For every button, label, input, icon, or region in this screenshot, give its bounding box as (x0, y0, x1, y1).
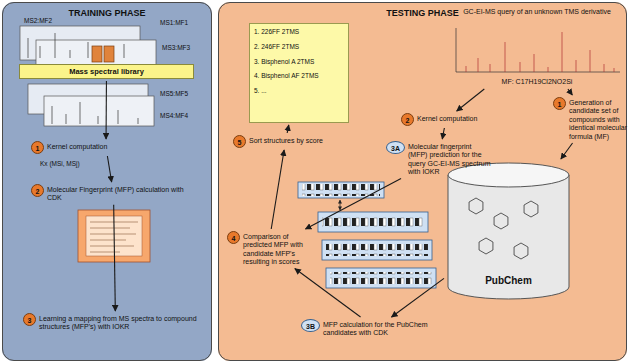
step-text: Generation of candidate set of compounds… (569, 97, 627, 141)
phase-panel: TRAINING PHASEMass spectral library1Kern… (2, 2, 212, 361)
step-note: 2Molecular Fingerprint (MFP) calculation… (31, 184, 196, 203)
spectrum-label: MS1:MF1 (160, 19, 188, 26)
step-text: Comparison of predicted MFP with candida… (243, 231, 309, 267)
step-number: 1 (553, 97, 566, 110)
drawing-part (326, 244, 428, 256)
drawing-part (340, 200, 341, 210)
spectrum-label: MS4:MF4 (160, 112, 188, 119)
step-text: Molecular fingerprint (MFP) prediction f… (408, 141, 491, 177)
step-note: 3BMFP calculation for the PubChem candid… (301, 319, 451, 338)
drawing-part (318, 212, 428, 232)
flow-arrow (457, 89, 485, 111)
step-number: 3 (23, 313, 36, 326)
drawing-part (104, 46, 114, 62)
drawing-part (298, 182, 384, 198)
node-text: MF: C17H19Cl2NO2Si (452, 78, 622, 86)
flow-arrow (442, 128, 444, 139)
step-text: MFP calculation for the PubChem candidat… (323, 319, 451, 338)
flow-arrow (114, 205, 116, 311)
flow-arrow (271, 150, 284, 229)
step-number: 3B (301, 319, 320, 332)
flow-arrow (391, 278, 444, 317)
step-text: Learning a mapping from MS spectra to co… (39, 313, 208, 332)
list-entry: 3. Bisphenol A 2TMS (254, 58, 344, 66)
step-note: 4Comparison of predicted MFP with candid… (227, 231, 309, 267)
flow-arrow (561, 143, 573, 159)
step-number: 2 (31, 184, 44, 197)
kernel-formula: Kx (MSi, MSj) (40, 160, 80, 167)
phase-panel: TESTING PHASE1. 226FF 2TMS2. 246FF 2TMS3… (218, 2, 627, 361)
drawing-part (330, 272, 432, 284)
list-entry: 2. 246FF 2TMS (254, 43, 344, 51)
step-number: 5 (233, 135, 246, 148)
library-label: Mass spectral library (19, 64, 194, 79)
step-number: 2 (401, 113, 414, 126)
list-entry: 4. Bisphenol AF 2TMS (254, 72, 344, 80)
drawing-part (322, 216, 424, 228)
query-spectrum (456, 28, 620, 72)
step-text: Sort structures by score (249, 135, 338, 145)
step-note: 3Learning a mapping from MS spectra to c… (23, 313, 208, 332)
step-note: 5Sort structures by score (233, 135, 338, 148)
flow-arrow (287, 125, 289, 133)
drawing-part (2, 2, 212, 361)
drawing-part (302, 184, 380, 196)
molecule-ring (494, 213, 508, 229)
spectrum-label: MS2:MF2 (24, 17, 52, 24)
drawing-part (44, 96, 154, 126)
step-number: 1 (31, 141, 44, 154)
step-number: 3A (386, 141, 405, 154)
node-text: GC-EI-MS query of an unknown TMS derivat… (452, 8, 622, 16)
drawing-part (456, 28, 620, 72)
step-text: Kernel computation (417, 113, 491, 123)
molecule-ring (479, 238, 493, 254)
drawing-part (466, 32, 614, 72)
fingerprint-bits (298, 182, 436, 288)
drawing-part (52, 102, 138, 124)
molecule-ring (514, 243, 528, 259)
drawing-part (322, 240, 432, 260)
step-note: 1Kernel computation (31, 141, 181, 154)
flow-arrow (106, 81, 107, 139)
molecule-ring (524, 201, 538, 217)
drawing-part (92, 46, 102, 62)
flow-arrow (305, 179, 401, 229)
spectrum-label: MS5:MF5 (160, 90, 188, 97)
step-note: 3AMolecular fingerprint (MFP) prediction… (386, 141, 491, 177)
molecule-ring (469, 198, 483, 214)
cylinder-body (448, 175, 569, 299)
database-cylinder: PubChem (446, 161, 571, 301)
step-number: 4 (227, 231, 240, 244)
list-entry: 5. ... (254, 87, 344, 95)
flow-arrow (295, 269, 361, 317)
spectrum-label: MS3:MF3 (162, 44, 190, 51)
step-text: Kernel computation (47, 141, 181, 151)
flow-arrow (107, 156, 111, 182)
step-note: 1Generation of candidate set of compound… (553, 97, 627, 141)
query-spectrum-box: GC-EI-MS query of an unknown TMS derivat… (449, 7, 625, 87)
node-text: Mass spectral library (23, 67, 190, 76)
step-note: 2Kernel computation (401, 113, 491, 126)
list-entry: 1. 226FF 2TMS (254, 28, 344, 36)
drawing-part (218, 2, 627, 361)
ranked-list: 1. 226FF 2TMS 2. 246FF 2TMS 3. Bisphenol A… (249, 23, 349, 123)
step-text: Molecular Fingerprint (MFP) calculation … (47, 184, 196, 203)
flow-arrow (568, 89, 572, 95)
drawing-part (326, 268, 436, 288)
node-text: PubChem (485, 275, 532, 287)
